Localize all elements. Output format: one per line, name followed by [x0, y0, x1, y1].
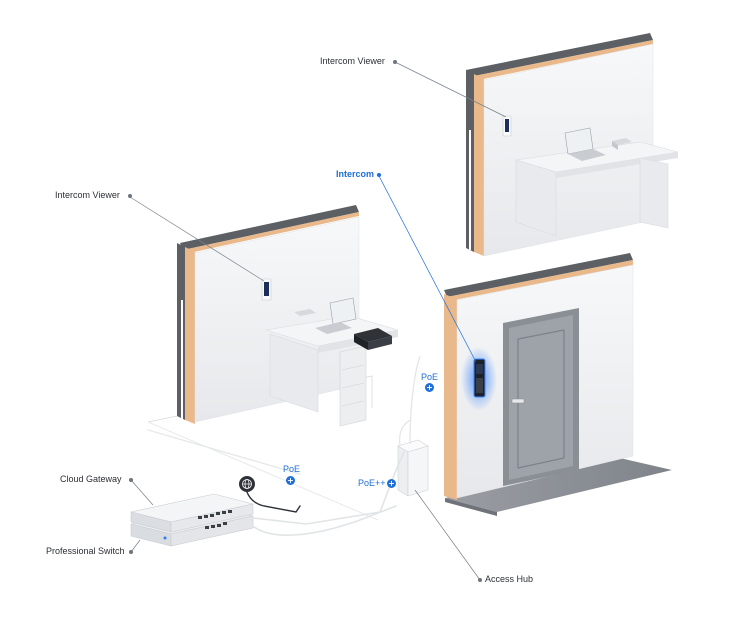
top-room — [466, 33, 679, 257]
door-panel — [509, 315, 573, 480]
top-desk-box — [612, 138, 632, 145]
plus-icon: + — [425, 383, 434, 392]
leader-dot — [377, 173, 381, 177]
left-room-insulation-top — [183, 212, 359, 254]
label-poe-gateway: PoE — [283, 464, 301, 474]
leader-dot — [128, 194, 132, 198]
door-room-insulation-side — [444, 294, 457, 500]
top-desk-leg — [639, 157, 669, 229]
intercom-viewer-top-screen — [505, 119, 509, 132]
label-access-hub: Access Hub — [485, 574, 534, 584]
label-professional-switch: Professional Switch — [46, 546, 125, 556]
leader-dot — [393, 60, 397, 64]
left-desk-drawers — [339, 345, 367, 427]
cables — [147, 429, 405, 536]
top-desk-side — [515, 159, 557, 237]
door-room-floor — [445, 458, 672, 512]
left-laptop-screen — [329, 297, 357, 325]
label-intercom-viewer-top: Intercom Viewer — [320, 56, 385, 66]
top-room-insulation-side — [474, 74, 484, 256]
intercom-viewer-left-screen — [264, 282, 269, 296]
top-desk-edge — [556, 152, 678, 178]
top-room-brick-top — [466, 33, 653, 77]
left-printer — [354, 328, 392, 342]
left-laptop-base — [315, 322, 352, 334]
wan-cable — [246, 491, 301, 513]
left-room — [147, 205, 399, 521]
left-room-brick-top — [180, 205, 359, 250]
access-hub-device — [407, 445, 429, 497]
label-cloud-gateway: Cloud Gateway — [60, 474, 122, 484]
door-room — [444, 253, 672, 516]
label-poe-intercom: PoE — [421, 372, 439, 382]
label-intercom-viewer-left: Intercom Viewer — [55, 190, 120, 200]
label-intercom: Intercom — [336, 169, 375, 179]
top-laptop-base — [568, 149, 606, 161]
door-handle — [511, 398, 525, 404]
top-room-insulation-top — [466, 40, 653, 82]
plus-icon: + — [286, 476, 295, 485]
leader-dot — [129, 478, 133, 482]
left-room-insulation-side — [185, 247, 195, 424]
cloud-gateway-device — [170, 503, 254, 533]
plus-icon: + — [387, 479, 396, 488]
door-room-insulation-top — [447, 260, 633, 301]
network-rack — [130, 493, 254, 547]
leader-dot — [129, 550, 133, 554]
left-desk-side — [269, 333, 319, 413]
label-poe-plus-plus: PoE++ — [358, 478, 386, 488]
leader-dot — [478, 578, 482, 582]
door-room-brick-top — [444, 253, 633, 297]
leader-lines — [129, 61, 507, 581]
